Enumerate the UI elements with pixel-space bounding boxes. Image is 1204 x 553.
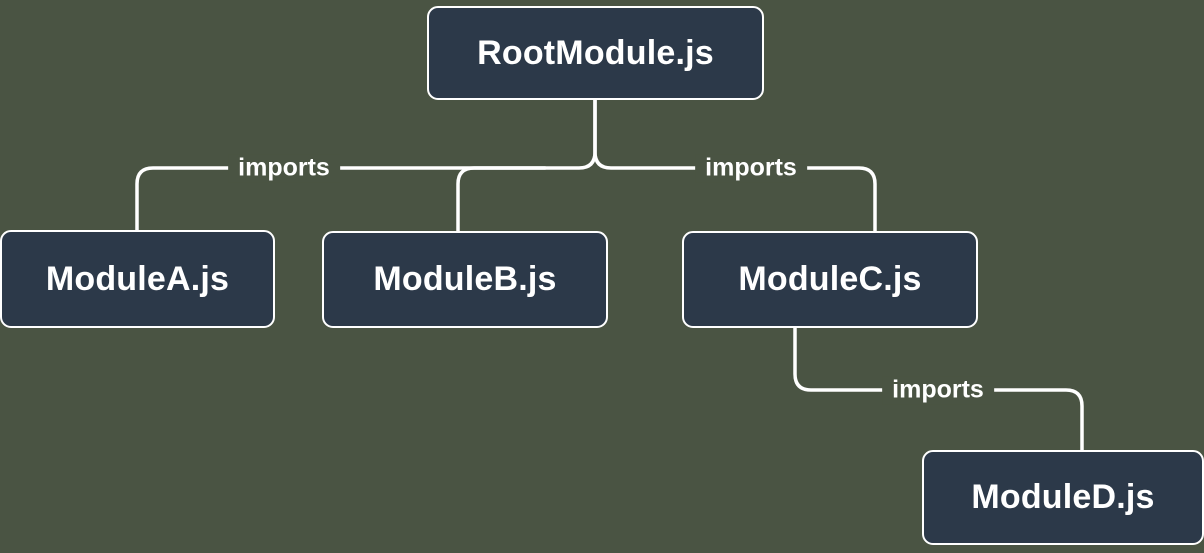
node-modulea-js: ModuleA.js <box>0 230 275 328</box>
node-rootmodule-js: RootModule.js <box>427 6 764 100</box>
edge-label-imports-modulec-moduled: imports <box>882 376 994 404</box>
node-moduled-label: ModuleD.js <box>971 478 1155 516</box>
connector-root-to-modulea <box>135 98 597 232</box>
node-moduleb-js: ModuleB.js <box>322 231 608 328</box>
node-modulec-label: ModuleC.js <box>738 260 922 298</box>
node-rootmodule-label: RootModule.js <box>477 33 714 72</box>
node-modulea-label: ModuleA.js <box>45 259 230 298</box>
node-moduleb-label: ModuleB.js <box>373 260 557 298</box>
connector-root-to-moduleb <box>456 166 547 233</box>
edge-label-imports-root-modulea: imports <box>228 154 340 182</box>
edge-label-imports-root-modulec: imports <box>695 154 807 182</box>
node-modulec-js: ModuleC.js <box>682 231 978 328</box>
node-moduled-js: ModuleD.js <box>922 450 1204 545</box>
